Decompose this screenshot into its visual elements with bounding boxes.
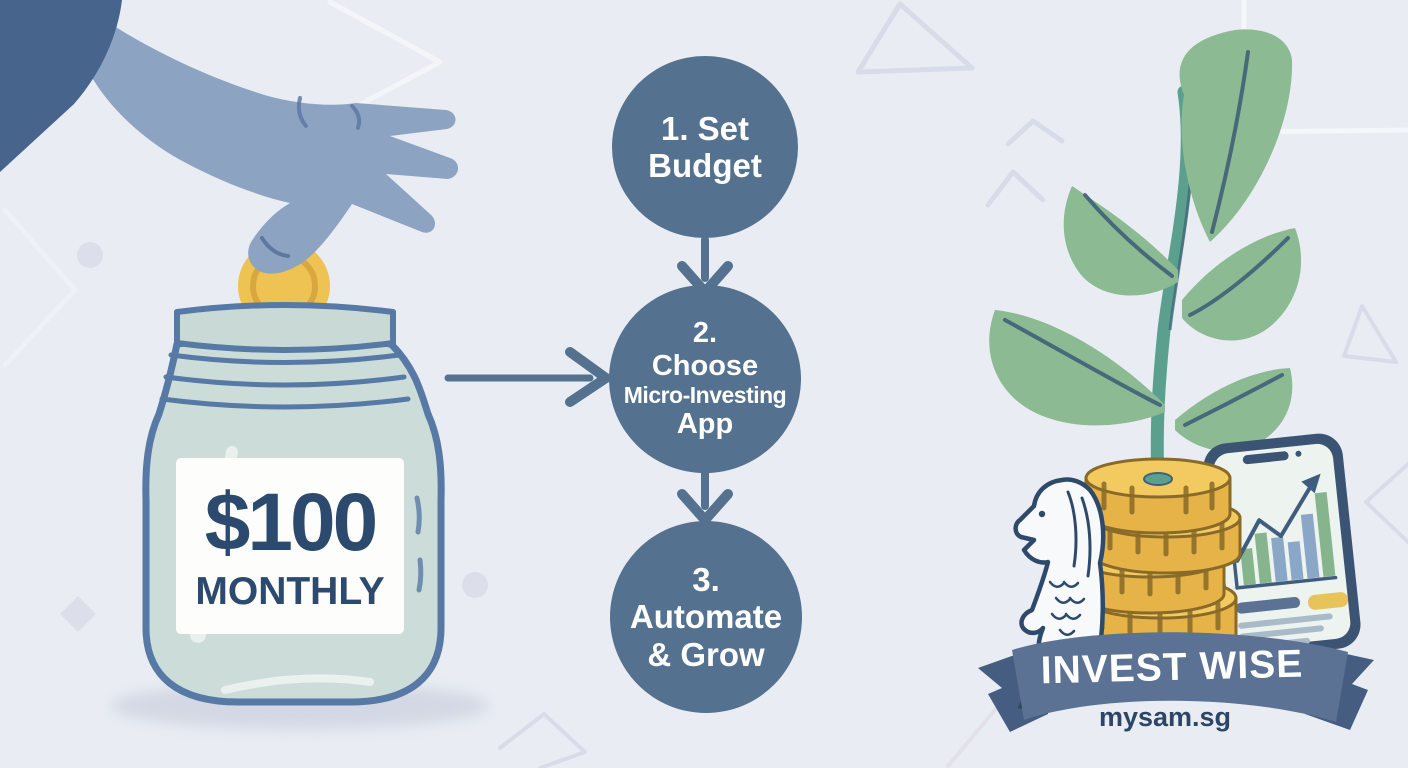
step-3-line: & Grow [647,635,765,673]
step-2-line: App [676,408,734,441]
ribbon-banner [978,632,1374,732]
banner-site: mysam.sg [1098,702,1232,732]
step-circle-1: 1. Set Budget [612,56,798,238]
sleeve-shape [0,0,122,172]
arrow-down-icon-2 [677,468,733,525]
jar-amount-text: $100 [204,476,378,568]
chart-bars [1240,492,1336,586]
step-3-line: Automate [629,598,783,636]
arrow-right-icon [444,347,611,407]
step-circle-3: 3. Automate & Grow [610,521,802,713]
step-circle-2: 2. Choose Micro-Investing App [609,285,801,473]
phone-chart-icon [1203,433,1361,659]
banner-title: INVEST WISE [1040,642,1304,693]
plant-growth-illustration [989,29,1302,497]
step-2-line: Choose [651,349,759,382]
step-1-line: 1. Set [660,109,750,147]
step-1-line: Budget [648,147,762,184]
step-3-line: 3. [692,561,720,599]
step-2-line: Micro-Investing [623,382,787,409]
hand-shape [82,6,459,274]
jar-period-text: MONTHLY [195,569,385,613]
step-2-line: 2. [692,316,718,349]
jar-label: $100 MONTHLY [176,458,404,634]
